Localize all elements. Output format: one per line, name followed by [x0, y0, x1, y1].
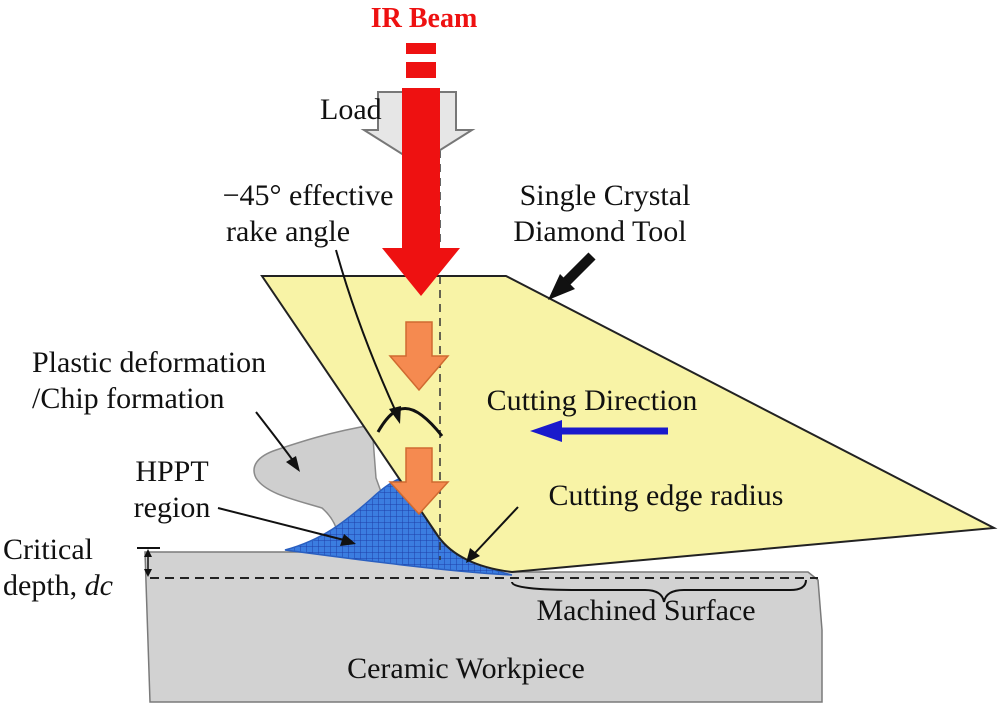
- ir-beam-arrow: [382, 88, 460, 296]
- rake-angle-leader: [335, 249, 397, 413]
- hppt-leader: [217, 507, 345, 541]
- plastic-deformation-label-line1: Plastic deformation: [32, 346, 266, 379]
- machined-surface-label: Machined Surface: [536, 594, 755, 627]
- leader-arrowhead: [340, 534, 356, 546]
- critical-depth-prefix: depth,: [3, 569, 85, 602]
- diamond-tool: [260, 275, 998, 574]
- orange-arrow: [388, 447, 450, 516]
- edge-radius-label: Cutting edge radius: [549, 479, 784, 512]
- leader-arrowhead: [466, 548, 480, 563]
- tool-label-line2: Diamond Tool: [513, 215, 686, 248]
- hppt-label-line1: HPPT: [135, 455, 208, 488]
- edge-radius-leader: [473, 506, 519, 555]
- critical-depth-symbol: dc: [85, 569, 113, 602]
- rake-angle-label-line1: −45° effective: [223, 179, 394, 212]
- rake-angle-label-line2: rake angle: [226, 215, 350, 248]
- ir-beam-dash: [406, 62, 436, 78]
- ir-beam-dash: [406, 43, 436, 54]
- plastic-deformation-label-line2: /Chip formation: [32, 382, 224, 415]
- workpiece-label: Ceramic Workpiece: [347, 652, 585, 685]
- cutting-direction-label: Cutting Direction: [487, 384, 698, 417]
- critical-depth-label-line2: depth, dc: [3, 569, 113, 602]
- orange-arrow: [388, 321, 450, 392]
- critical-depth-label-line1: Critical: [3, 533, 93, 566]
- ir-beam-label: IR Beam: [371, 3, 478, 34]
- hppt-label-line2: region: [134, 491, 211, 524]
- tool-pointer-line: [562, 252, 596, 286]
- critical-depth-arrowhead: [144, 549, 152, 557]
- rake-angle-arc: [376, 407, 444, 437]
- tool-pointer-arrowhead: [548, 274, 575, 300]
- critical-depth-arrowhead: [144, 569, 152, 577]
- tool-label-line1: Single Crystal: [520, 179, 691, 212]
- leader-arrowhead: [286, 456, 300, 472]
- cutting-direction-arrow-head: [530, 420, 562, 442]
- machined-surface-brace: [511, 579, 807, 603]
- leader-arrowhead: [389, 406, 401, 424]
- load-label: Load: [320, 93, 382, 126]
- plastic-deformation-leader: [255, 411, 295, 463]
